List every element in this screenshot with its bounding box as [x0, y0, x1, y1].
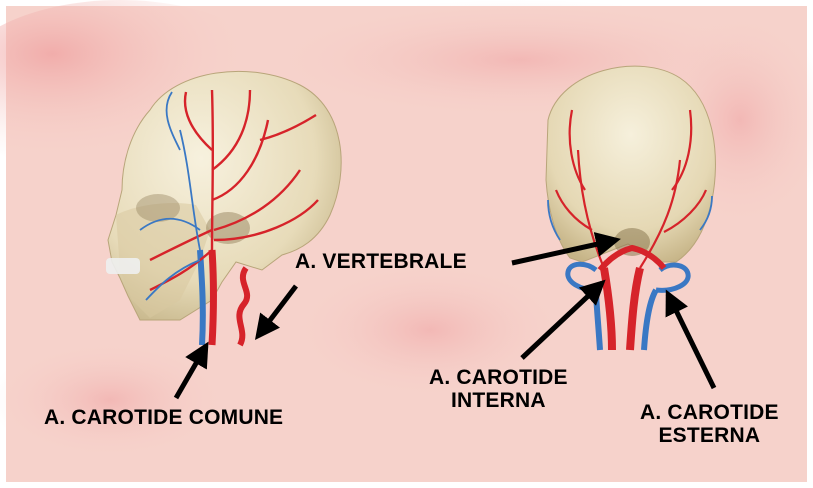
- lateral-common-carotid: [212, 250, 214, 345]
- label-carotide-comune: A. CAROTIDE COMUNE: [44, 406, 283, 429]
- label-carotide-esterna-line2: ESTERNA: [640, 424, 779, 447]
- teeth: [106, 258, 140, 274]
- label-carotide-interna: A. CAROTIDE INTERNA: [429, 366, 568, 412]
- label-carotide-esterna-line1: A. CAROTIDE: [640, 401, 779, 424]
- label-vertebrale: A. VERTEBRALE: [295, 250, 467, 273]
- lateral-jugular-vein: [200, 250, 203, 345]
- label-carotide-esterna: A. CAROTIDE ESTERNA: [640, 401, 779, 447]
- orbit: [136, 194, 180, 222]
- label-carotide-interna-line1: A. CAROTIDE: [429, 366, 568, 389]
- label-carotide-interna-line2: INTERNA: [429, 389, 568, 412]
- label-vertebrale-text: A. VERTEBRALE: [295, 250, 467, 273]
- background-blotch: [0, 340, 230, 460]
- label-carotide-comune-text: A. CAROTIDE COMUNE: [44, 406, 283, 429]
